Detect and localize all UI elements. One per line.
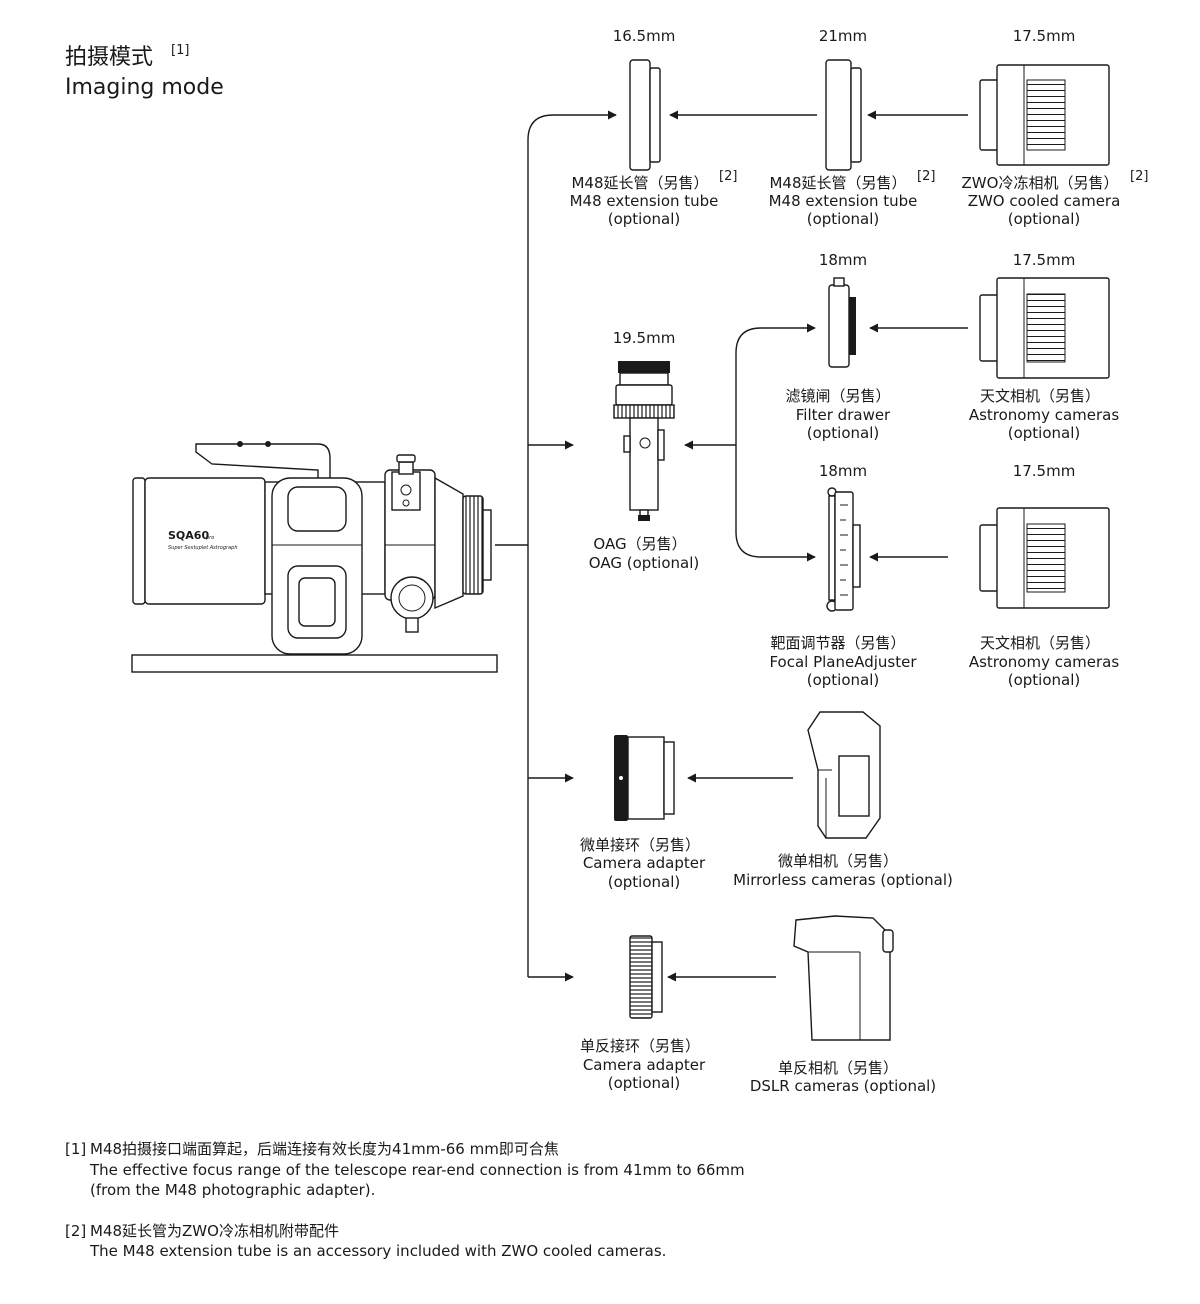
telescope-brand: SQA60 [168,529,209,542]
astro-camera-2-length: 17.5mm [1013,462,1076,480]
svg-text:Astronomy cameras: Astronomy cameras [969,653,1120,671]
svg-text:The effective focus range of t: The effective focus range of the telesco… [89,1161,745,1179]
svg-text:单反相机（另售）: 单反相机（另售） [778,1059,898,1077]
svg-text:[2]: [2] [1130,169,1148,184]
mirrorless-adapter-label: 微单接环（另售） Camera adapter (optional) [580,836,706,891]
dslr-camera [793,915,894,1041]
svg-text:(from the M48 photographic ada: (from the M48 photographic adapter). [90,1181,375,1199]
mirrorless-camera-label: 微单相机（另售） Mirrorless cameras (optional) [733,852,953,889]
svg-text:(optional): (optional) [1008,671,1081,689]
page-title: 拍摄模式 [1] Imaging mode [65,43,224,100]
oag-label: OAG（另售） OAG (optional) [589,535,699,572]
mirrorless-camera-adapter [614,735,675,821]
svg-text:(optional): (optional) [1008,210,1081,228]
fpa-label: 靶面调节器（另售） Focal PlaneAdjuster (optional) [769,634,917,689]
m48-extension-tube-2 [825,59,862,171]
svg-text:(optional): (optional) [807,424,880,442]
title-en: Imaging mode [65,75,224,100]
filter-drawer-length: 18mm [819,251,867,269]
ext-tube-1-length: 16.5mm [613,27,676,45]
svg-text:M48延长管（另售）: M48延长管（另售） [769,174,906,192]
svg-text:The M48 extension tube is an a: The M48 extension tube is an accessory i… [89,1242,666,1260]
ext-tube-2-label: M48延长管（另售） [2] M48 extension tube (optio… [769,169,936,228]
mirrorless-camera [807,711,881,839]
svg-text:Focal PlaneAdjuster: Focal PlaneAdjuster [769,653,917,671]
svg-text:Astronomy cameras: Astronomy cameras [969,406,1120,424]
svg-text:(optional): (optional) [1008,424,1081,442]
connection-lines [495,110,968,982]
svg-text:Mirrorless cameras (optional): Mirrorless cameras (optional) [733,871,953,889]
svg-text:Camera adapter: Camera adapter [583,1056,706,1074]
svg-text:DSLR cameras (optional): DSLR cameras (optional) [750,1077,936,1095]
zwo-camera-length: 17.5mm [1013,27,1076,45]
svg-text:ZWO冷冻相机（另售）: ZWO冷冻相机（另售） [962,174,1119,192]
svg-text:[2]: [2] [917,169,935,184]
dslr-adapter-label: 单反接环（另售） Camera adapter (optional) [580,1037,706,1092]
svg-text:Camera adapter: Camera adapter [583,854,706,872]
footnote-2: [2] M48延长管为ZWO冷冻相机附带配件 The M48 extension… [65,1222,666,1260]
telescope-subtitle: Super Sextuplet Astrograph [168,545,238,551]
svg-text:单反接环（另售）: 单反接环（另售） [580,1037,700,1055]
oag-length: 19.5mm [613,329,676,347]
telescope-brand-suffix: pro [205,535,214,541]
focal-plane-adjuster [826,487,861,612]
svg-text:天文相机（另售）: 天文相机（另售） [980,634,1100,652]
dslr-camera-label: 单反相机（另售） DSLR cameras (optional) [750,1059,936,1095]
svg-text:ZWO cooled camera: ZWO cooled camera [968,192,1121,210]
telescope-sqa60-pro: SQA60 pro Super Sextuplet Astrograph [131,441,498,673]
astro-camera-1-label: 天文相机（另售） Astronomy cameras (optional) [969,387,1120,442]
svg-text:(optional): (optional) [608,210,681,228]
fpa-length: 18mm [819,462,867,480]
title-ref: [1] [171,43,189,58]
carry-handle [195,443,331,486]
svg-text:天文相机（另售）: 天文相机（另售） [980,387,1100,405]
svg-text:M48 extension tube: M48 extension tube [570,192,719,210]
zwo-camera-label: ZWO冷冻相机（另售） [2] ZWO cooled camera (optio… [962,169,1149,228]
ext-tube-2-length: 21mm [819,27,867,45]
svg-text:滤镜闸（另售）: 滤镜闸（另售） [785,387,890,405]
filter-drawer [828,277,856,368]
dovetail-plate [131,654,498,673]
svg-text:[2]: [2] [719,169,737,184]
svg-text:(optional): (optional) [807,671,880,689]
svg-text:靶面调节器（另售）: 靶面调节器（另售） [770,634,905,652]
ext-tube-1-label: M48延长管（另售） [2] M48 extension tube (optio… [570,169,738,228]
astronomy-camera-2 [979,507,1110,609]
svg-text:M48拍摄接口端面算起，后端连接有效长度为41mm-66 m: M48拍摄接口端面算起，后端连接有效长度为41mm-66 mm即可合焦 [90,1140,559,1158]
footnote-1: [1] M48拍摄接口端面算起，后端连接有效长度为41mm-66 mm即可合焦 … [65,1140,745,1199]
svg-text:M48延长管为ZWO冷冻相机附带配件: M48延长管为ZWO冷冻相机附带配件 [90,1222,339,1240]
astro-camera-1-length: 17.5mm [1013,251,1076,269]
svg-text:(optional): (optional) [608,873,681,891]
astronomy-camera-1 [979,277,1110,379]
svg-text:(optional): (optional) [807,210,880,228]
filter-drawer-label: 滤镜闸（另售） Filter drawer (optional) [785,387,891,442]
focuser-taper [434,476,464,610]
svg-text:微单相机（另售）: 微单相机（另售） [778,852,898,870]
svg-text:微单接环（另售）: 微单接环（另售） [580,836,700,854]
zwo-cooled-camera [979,64,1110,166]
svg-text:[1]: [1] [65,1140,86,1158]
dslr-camera-adapter [629,935,663,1019]
rotator-knurl [462,495,484,595]
dew-shield-lip [132,477,146,605]
svg-text:(optional): (optional) [608,1074,681,1092]
astro-camera-2-label: 天文相机（另售） Astronomy cameras (optional) [969,634,1120,689]
svg-text:OAG（另售）: OAG（另售） [593,535,686,553]
focuser-clamp [391,471,421,511]
oag [613,361,675,521]
title-zh: 拍摄模式 [65,45,153,70]
svg-text:[2]: [2] [65,1222,86,1240]
svg-text:OAG (optional): OAG (optional) [589,554,699,572]
focus-knob [390,576,434,620]
svg-text:Filter drawer: Filter drawer [796,406,891,424]
svg-text:M48延长管（另售）: M48延长管（另售） [571,174,708,192]
m48-extension-tube-1 [629,59,661,171]
svg-text:M48 extension tube: M48 extension tube [769,192,918,210]
